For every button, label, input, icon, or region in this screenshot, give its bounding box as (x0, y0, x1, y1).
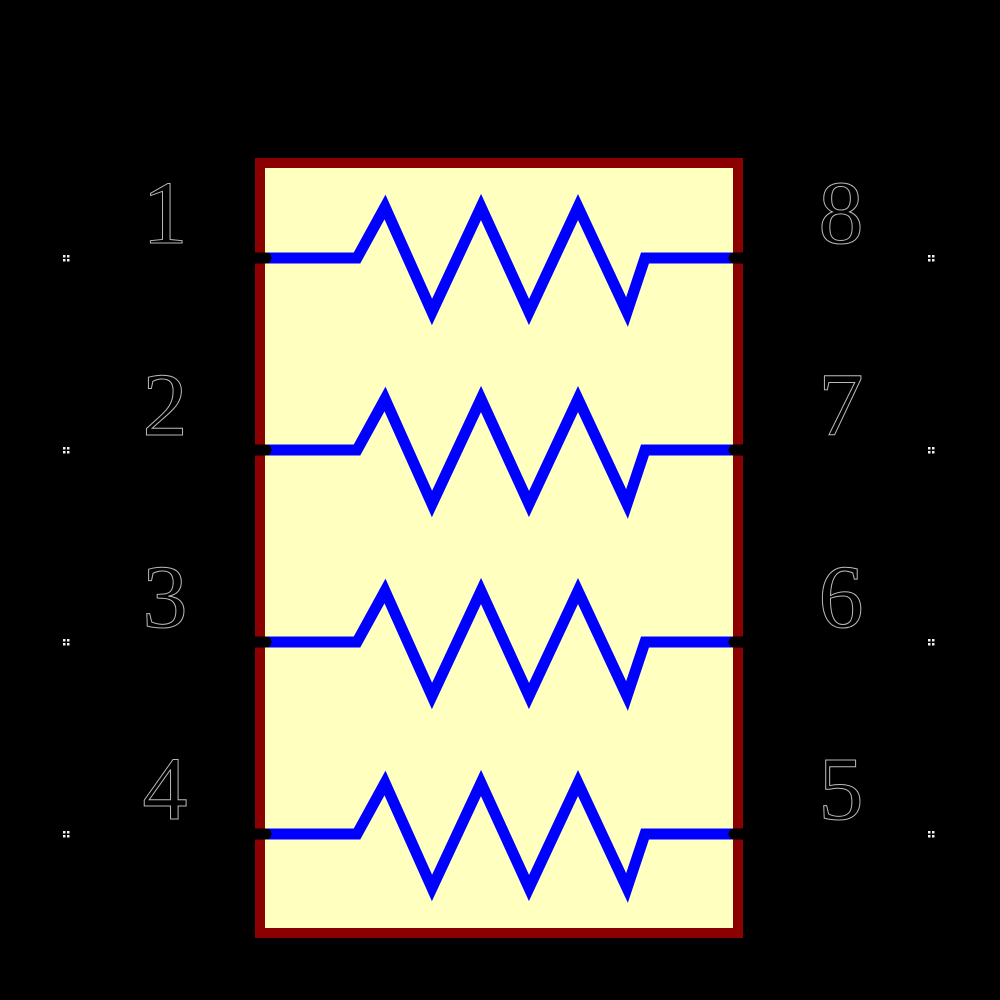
component-body (255, 158, 743, 938)
pin-marker-dots-icon (63, 831, 70, 838)
pin-marker-dots-icon (63, 255, 70, 262)
resistor-row: 4 5 (63, 740, 935, 903)
pin-number-left: 1 (143, 164, 188, 263)
resistor-row: 1 8 (63, 164, 935, 327)
pin-marker-dots-icon (928, 639, 935, 646)
resistor-zigzag (265, 193, 735, 327)
pin-marker-dots-icon (928, 447, 935, 454)
pin-number-left: 3 (143, 548, 188, 647)
pin-marker-dots-icon (928, 831, 935, 838)
pin-marker-dots-icon (928, 255, 935, 262)
pin-number-right: 7 (819, 356, 864, 455)
pin-number-left: 2 (143, 356, 188, 455)
pin-number-right: 5 (819, 740, 864, 839)
pin-number-right: 6 (819, 548, 864, 647)
resistor-row: 2 7 (63, 356, 935, 519)
resistor-row: 3 6 (63, 548, 935, 711)
pin-number-left: 4 (143, 740, 188, 839)
resistor-zigzag (265, 577, 735, 711)
resistor-zigzag (265, 385, 735, 519)
pin-marker-dots-icon (63, 447, 70, 454)
resistor-zigzag (265, 769, 735, 903)
pin-number-right: 8 (819, 164, 864, 263)
pin-marker-dots-icon (63, 639, 70, 646)
